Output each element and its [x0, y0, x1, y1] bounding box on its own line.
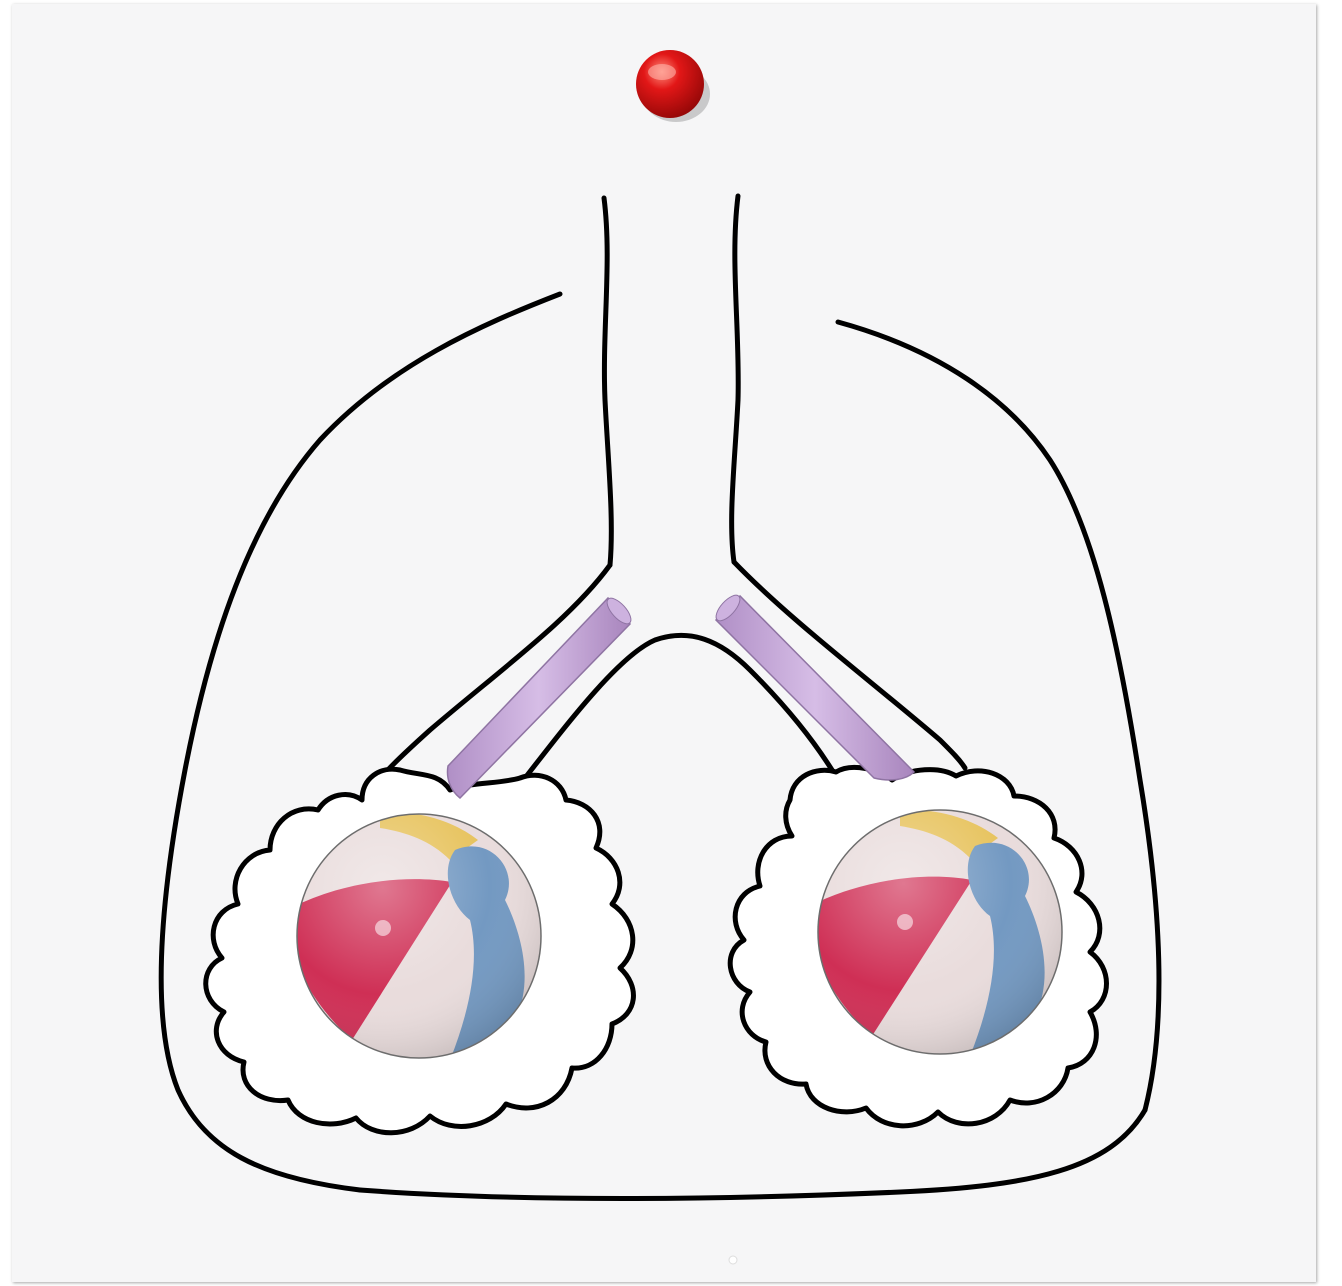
marker-dot: [729, 1256, 737, 1264]
straw-right: [712, 591, 914, 780]
push-pin: [636, 50, 710, 122]
straw-left: [448, 594, 635, 798]
trachea-right-wall: [732, 196, 739, 562]
trachea-left-wall: [604, 198, 611, 565]
balloon-right: [818, 810, 1062, 1056]
balloon-left: [297, 812, 541, 1060]
